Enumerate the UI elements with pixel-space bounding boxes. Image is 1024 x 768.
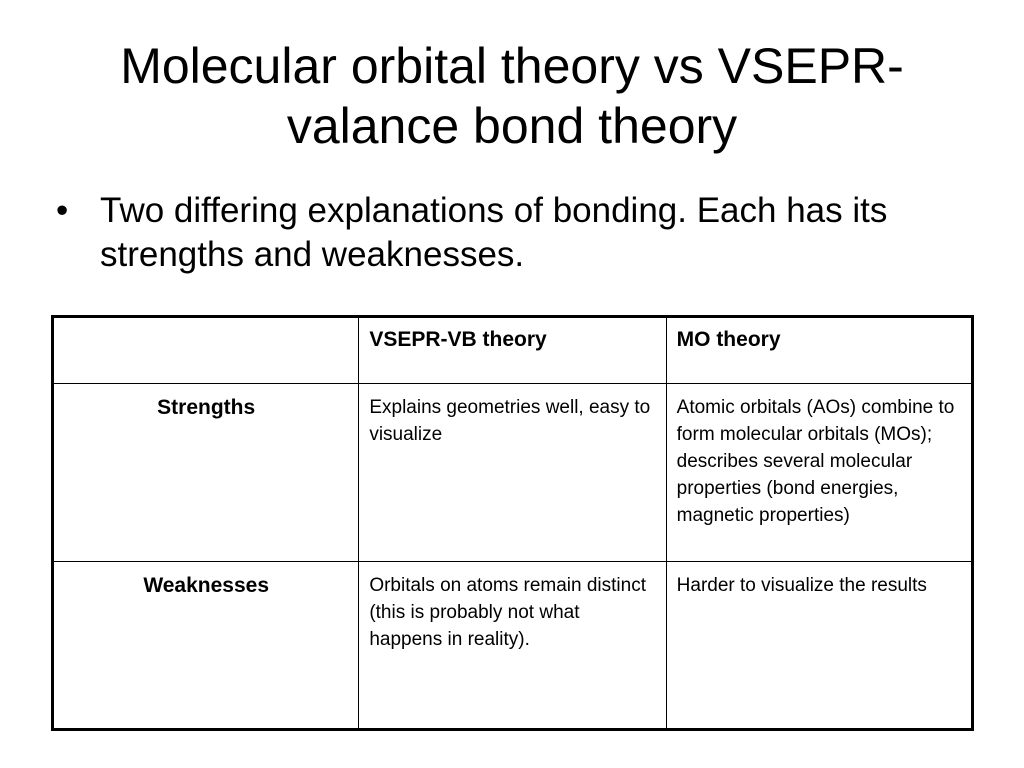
cell-weaknesses-vsepr: Orbitals on atoms remain distinct (this … bbox=[358, 561, 667, 730]
table-row-strengths: Strengths Explains geometries well, easy… bbox=[51, 383, 974, 562]
slide-title: Molecular orbital theory vs VSEPR-valanc… bbox=[120, 38, 904, 154]
bullet-dot-icon: • bbox=[56, 191, 69, 230]
cell-strengths-vsepr: Explains geometries well, easy to visual… bbox=[358, 383, 667, 562]
table-header-corner-cell bbox=[51, 316, 360, 384]
table-row-weaknesses: Weaknesses Orbitals on atoms remain dist… bbox=[51, 561, 974, 730]
row-label-strengths: Strengths bbox=[51, 383, 360, 562]
table-header-mo: MO theory bbox=[665, 316, 974, 384]
cell-strengths-mo: Atomic orbitals (AOs) combine to form mo… bbox=[665, 383, 974, 562]
comparison-table: VSEPR-VB theory MO theory Strengths Expl… bbox=[51, 315, 974, 731]
bullet-item: • Two differing explanations of bonding.… bbox=[56, 189, 976, 277]
row-label-weaknesses: Weaknesses bbox=[51, 561, 360, 730]
cell-weaknesses-mo: Harder to visualize the results bbox=[665, 561, 974, 730]
bullet-list: • Two differing explanations of bonding.… bbox=[56, 189, 976, 277]
table-header-vsepr: VSEPR-VB theory bbox=[358, 316, 667, 384]
bullet-text: Two differing explanations of bonding. E… bbox=[100, 191, 888, 274]
table-header-row: VSEPR-VB theory MO theory bbox=[51, 316, 974, 384]
